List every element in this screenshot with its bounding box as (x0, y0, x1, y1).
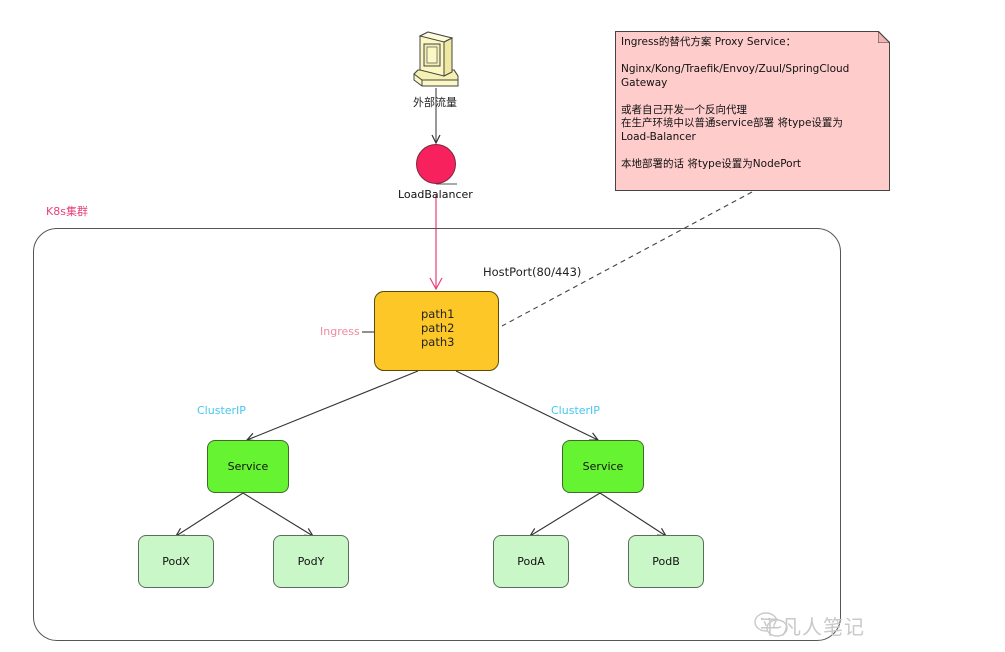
edge-service-1-to-pody (242, 492, 313, 536)
ingress-path: path3 (421, 335, 455, 349)
load-balancer-node[interactable] (416, 144, 456, 184)
edge-ingress-to-service-2 (455, 370, 598, 440)
k8s-cluster-boundary (33, 228, 841, 641)
service-node-1[interactable]: Service (207, 440, 289, 493)
edge-service-2-to-podb (599, 492, 666, 536)
note-line: Nginx/Kong/Traefik/Envoy/Zuul/SpringClou… (621, 63, 850, 89)
wechat-icon (754, 612, 788, 637)
computer-terminal-icon (413, 31, 459, 87)
pod-node-poda[interactable]: PodA (493, 535, 569, 588)
note-line: Ingress的替代方案 Proxy Service： (621, 36, 797, 48)
ingress-paths: path1 path2 path3 (421, 307, 454, 349)
edge-service-2-to-poda (530, 492, 601, 536)
watermark-text: 平凡人笔记 (760, 615, 865, 639)
ingress-label: Ingress (320, 325, 360, 338)
note-line: 或者自己开发一个反向代理 在生产环境中以普通service部署 将type设置为… (621, 103, 843, 143)
ingress-node[interactable] (374, 291, 499, 371)
load-balancer-label: LoadBalancer (398, 188, 473, 201)
ingress-path: path1 (421, 307, 455, 321)
edge-ingress-to-service-1 (247, 370, 419, 440)
edge-note-to-ingress (501, 191, 753, 327)
hostport-label: HostPort(80/443) (483, 265, 582, 279)
service-node-2[interactable]: Service (562, 440, 644, 493)
note-folded-corner-icon (878, 31, 890, 43)
k8s-cluster-label: K8s集群 (46, 205, 88, 218)
clusterip-label-1: ClusterIP (197, 404, 246, 417)
ingress-path: path2 (421, 321, 455, 335)
pod-node-podb[interactable]: PodB (628, 535, 704, 588)
pod-node-pody[interactable]: PodY (273, 535, 349, 588)
note-line: 本地部署的话 将type设置为NodePort (621, 157, 802, 170)
proxy-service-note: Ingress的替代方案 Proxy Service： Nginx/Kong/T… (615, 31, 890, 191)
pod-node-podx[interactable]: PodX (138, 535, 214, 588)
edge-service-1-to-podx (176, 492, 244, 536)
external-traffic-label: 外部流量 (413, 96, 457, 109)
clusterip-label-2: ClusterIP (551, 404, 600, 417)
